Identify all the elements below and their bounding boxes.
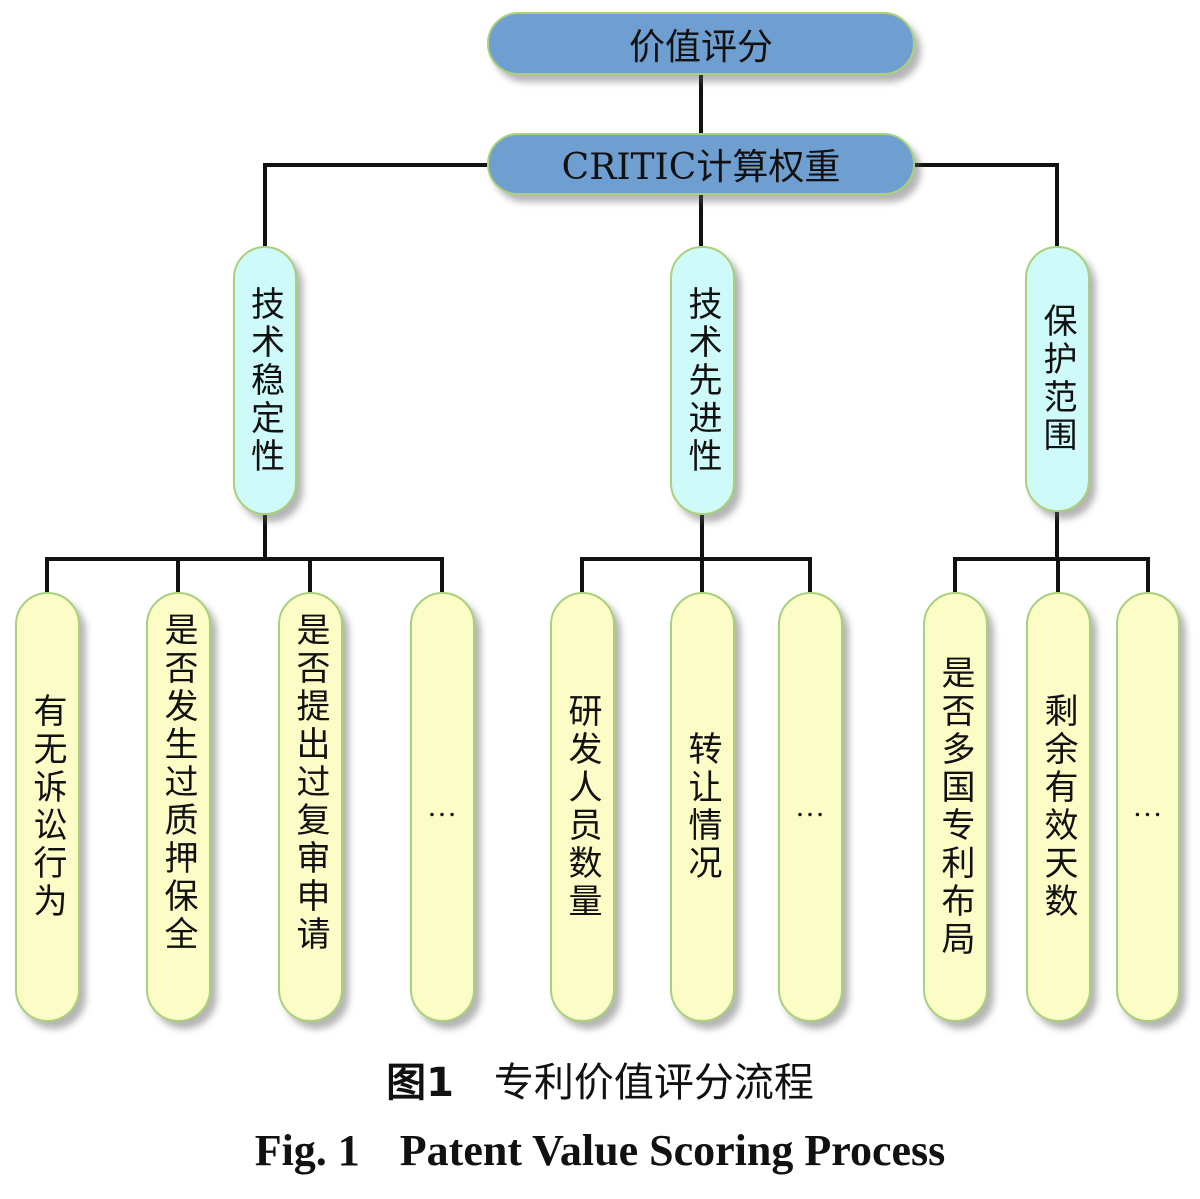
ellipsis-label: … bbox=[427, 790, 458, 823]
indicator-node: 是否多国专利布局 bbox=[923, 592, 988, 1022]
category-node-tech-advancement: 技术先进性 bbox=[670, 246, 735, 515]
indicator-node-more: … bbox=[778, 592, 843, 1022]
indicator-label: 研发人员数量 bbox=[562, 693, 602, 921]
critic-weighting-node: CRITIC计算权重 bbox=[487, 133, 915, 195]
category-node-protection-scope: 保护范围 bbox=[1025, 246, 1090, 512]
critic-node-label: CRITIC计算权重 bbox=[561, 147, 841, 188]
category-label: 保护范围 bbox=[1037, 303, 1077, 455]
root-node-label: 价值评分 bbox=[628, 26, 773, 68]
caption-en-prefix: Fig. 1 bbox=[254, 1126, 360, 1175]
connector-cat-2-to-leaves bbox=[580, 515, 812, 592]
caption-cn-prefix: 图1 bbox=[386, 1060, 454, 1106]
category-node-tech-stability: 技术稳定性 bbox=[233, 246, 297, 515]
indicator-node: 研发人员数量 bbox=[550, 592, 615, 1022]
root-node-value-score: 价值评分 bbox=[487, 12, 915, 75]
connector-cat-3-to-leaves bbox=[953, 512, 1150, 592]
indicator-node: 有无诉讼行为 bbox=[15, 592, 80, 1022]
indicator-node: 转让情况 bbox=[670, 592, 735, 1022]
indicator-label: 是否多国专利布局 bbox=[935, 655, 975, 959]
connector-critic-to-cat-3 bbox=[915, 163, 1059, 246]
indicator-label: 是否发生过质押保全 bbox=[158, 612, 198, 954]
caption-cn-title: 专利价值评分流程 bbox=[493, 1060, 814, 1106]
category-label: 技术稳定性 bbox=[244, 285, 285, 476]
indicator-node: 是否提出过复审申请 bbox=[278, 592, 343, 1022]
indicator-node: 是否发生过质押保全 bbox=[146, 592, 211, 1022]
connector-critic-to-cat-1 bbox=[263, 163, 487, 246]
indicator-label: 有无诉讼行为 bbox=[27, 693, 67, 921]
indicator-label: 是否提出过复审申请 bbox=[290, 612, 330, 954]
ellipsis-label: … bbox=[1132, 790, 1164, 823]
caption-en-title: Patent Value Scoring Process bbox=[399, 1126, 946, 1175]
indicator-label: 剩余有效天数 bbox=[1038, 693, 1078, 921]
connector-cat-1-to-leaves bbox=[45, 515, 444, 592]
figure-caption-english: Fig. 1 Patent Value Scoring Process bbox=[0, 1125, 1200, 1176]
indicator-label: 转让情况 bbox=[682, 731, 722, 883]
figure-caption-chinese: 图1 专利价值评分流程 bbox=[0, 1050, 1200, 1108]
indicator-node: 剩余有效天数 bbox=[1026, 592, 1091, 1022]
ellipsis-label: … bbox=[795, 790, 826, 823]
indicator-node-more: … bbox=[410, 592, 475, 1022]
indicator-node-more: … bbox=[1116, 592, 1180, 1022]
category-label: 技术先进性 bbox=[682, 285, 722, 476]
